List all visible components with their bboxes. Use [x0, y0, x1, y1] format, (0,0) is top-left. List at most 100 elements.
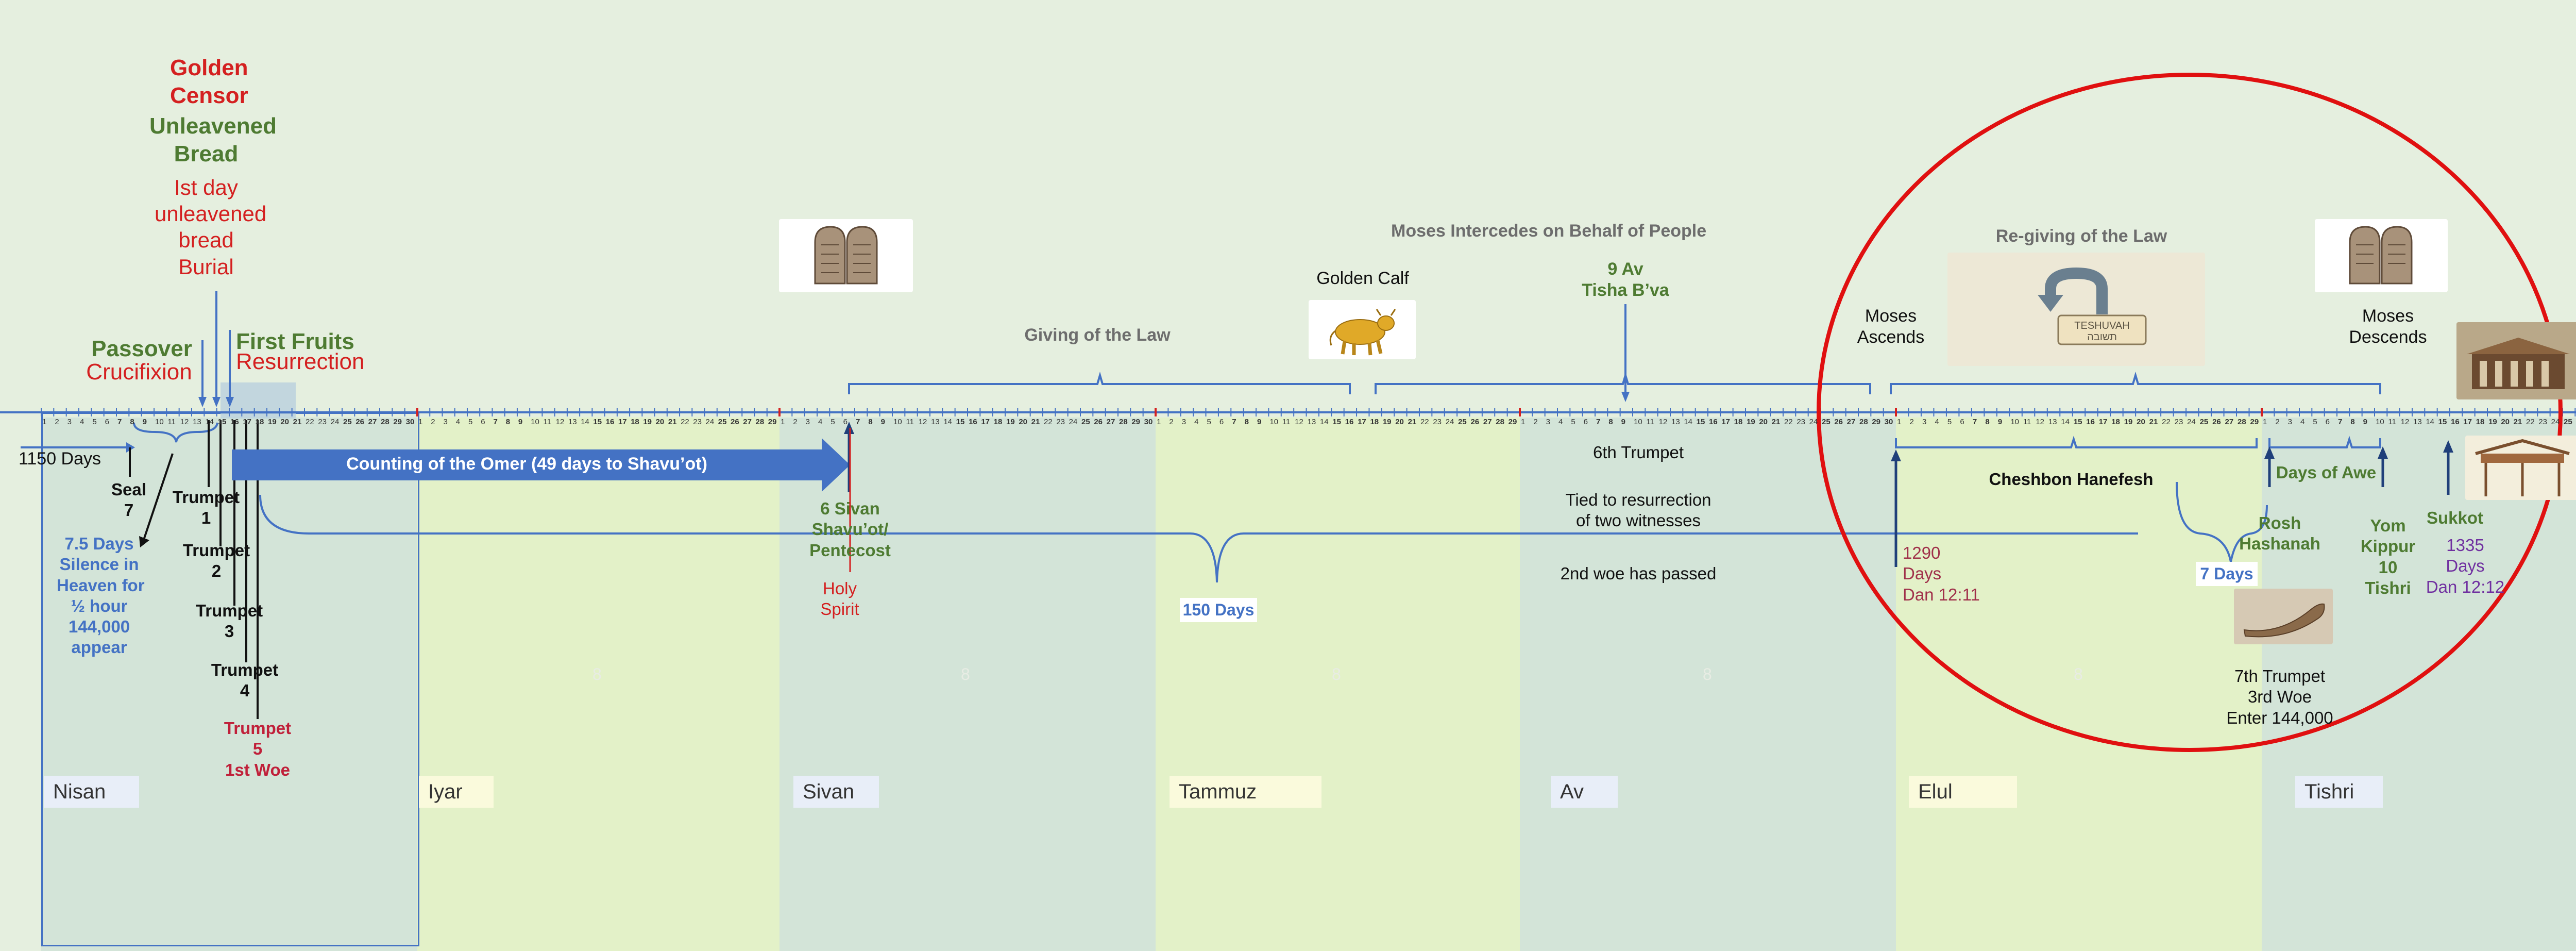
teshuvah-label: TESHUVAH	[2074, 320, 2130, 331]
day-tick-label: 10	[1269, 418, 1279, 426]
day-tick-label: 18	[2476, 418, 2485, 426]
day-tick-label: 17	[981, 418, 990, 426]
day-tick-label: 11	[1646, 418, 1654, 426]
day-tick-label: 3	[2287, 418, 2292, 426]
trumpet-1-text: Trumpet 1	[172, 488, 240, 528]
day-tick-label: 16	[230, 418, 239, 426]
day-tick-label: 10	[531, 418, 539, 426]
day-tick-label: 1	[42, 418, 47, 426]
regiving-law-text: Re-giving of the Law	[1995, 226, 2167, 246]
day-tick-label: 8	[1608, 418, 1613, 426]
day-tick-label: 19	[2488, 418, 2497, 426]
tabernacle-icon	[2467, 338, 2570, 389]
tablets-icon	[814, 226, 878, 285]
day-tick-label: 11	[167, 418, 176, 426]
band-marker: 8	[1332, 665, 1341, 683]
day-tick-label: 27	[743, 418, 752, 426]
day-tick-label: 14	[943, 418, 953, 426]
day-tick-label: 11	[543, 418, 551, 426]
day-tick-label: 7	[2338, 418, 2343, 426]
day-tick-label: 20	[1759, 418, 1768, 426]
day-tick-label: 7	[856, 418, 860, 426]
day-tick-label: 5	[92, 418, 97, 426]
day-tick-label: 23	[1433, 418, 1442, 426]
day-tick-label: 13	[1671, 418, 1680, 426]
band-iyar	[417, 418, 779, 951]
day-tick-label: 16	[2451, 418, 2460, 426]
teshuvah-image: TESHUVAH תשובה	[1947, 253, 2205, 366]
day-tick-label: 9	[2363, 418, 2367, 426]
day-tick-label: 16	[605, 418, 615, 426]
days-7-label: 7 Days	[2196, 562, 2258, 587]
month-label-elul: Elul	[1909, 776, 2017, 808]
day-tick-label: 1	[1157, 418, 1161, 426]
day-tick-label: 15	[593, 418, 602, 426]
day-tick-label: 30	[1144, 418, 1153, 426]
day-tick-label: 6	[1219, 418, 1224, 426]
day-tick-label: 12	[2400, 418, 2410, 426]
day-tick-label: 15	[217, 418, 227, 426]
day-tick-label: 7	[1972, 418, 1977, 426]
golden-censor-text: Golden Censor	[170, 55, 248, 108]
golden-calf-image	[1309, 300, 1416, 359]
day-tick-label: 23	[2538, 418, 2548, 426]
day-tick-label: 4	[818, 418, 823, 426]
sukkot-text: Sukkot	[2426, 508, 2484, 527]
day-tick-label: 11	[906, 418, 914, 426]
day-tick-label: 18	[631, 418, 639, 426]
day-tick-label: 18	[255, 418, 264, 426]
day-tick-label: 26	[731, 418, 739, 426]
trumpet-7-text: 7th Trumpet 3rd Woe Enter 144,000	[2226, 666, 2333, 727]
day-tick-label: 2	[1169, 418, 1174, 426]
band-sivan	[779, 418, 1156, 951]
day-tick-label: 25	[1081, 418, 1090, 426]
day-tick-label: 9	[880, 418, 885, 426]
day-tick-label: 8	[130, 418, 134, 426]
day-tick-label: 7	[1596, 418, 1601, 426]
day-tick-label: 20	[1395, 418, 1404, 426]
day-tick-label: 25	[718, 418, 727, 426]
day-tick-label: 18	[993, 418, 1003, 426]
day-tick-label: 25	[1822, 418, 1831, 426]
day-tick-label: 20	[1019, 418, 1028, 426]
days-1290-text: 1290 Days Dan 12:11	[1903, 543, 1980, 604]
day-tick-label: 1	[1897, 418, 1902, 426]
day-tick-label: 20	[280, 418, 290, 426]
day-tick-label: 25	[1458, 418, 1467, 426]
moses-descends-text: Moses Descends	[2349, 306, 2427, 347]
day-tick-label: 26	[2212, 418, 2221, 426]
day-tick-label: 21	[1031, 418, 1040, 426]
day-tick-label: 12	[1295, 418, 1303, 426]
day-tick-label: 4	[2300, 418, 2305, 426]
counting-omer-text: Counting of the Omer (49 days to Shavu’o…	[346, 454, 707, 474]
day-tick-label: 11	[2388, 418, 2396, 426]
day-tick-label: 12	[2036, 418, 2044, 426]
day-tick-label: 8	[2350, 418, 2355, 426]
day-tick-label: 9	[518, 418, 523, 426]
day-tick-label: 2	[2275, 418, 2280, 426]
day-tick-label: 5	[468, 418, 473, 426]
day-tick-label: 1	[418, 418, 423, 426]
day-tick-label: 14	[2061, 418, 2070, 426]
tisha-bav-text: 9 Av Tisha B’va	[1582, 259, 1669, 301]
day-tick-label: 2	[1909, 418, 1914, 426]
day-tick-label: 2	[431, 418, 435, 426]
day-tick-label: 28	[755, 418, 765, 426]
day-tick-label: 23	[318, 418, 327, 426]
day-tick-label: 19	[1747, 418, 1755, 426]
first-fruits-text: First Fruits	[236, 329, 354, 354]
month-label-iyar: Iyar	[419, 776, 494, 808]
day-tick-label: 7	[117, 418, 122, 426]
day-tick-label: 7	[493, 418, 498, 426]
day-tick-label: 8	[505, 418, 511, 426]
tablets-icon	[2349, 226, 2413, 285]
month-label-tammuz: Tammuz	[1170, 776, 1321, 808]
day-tick-label: 12	[1658, 418, 1668, 426]
day-tick-label: 6	[105, 418, 109, 426]
day-tick-label: 4	[1194, 418, 1199, 426]
day-tick-label: 9	[1997, 418, 2003, 426]
day-tick-label: 5	[1571, 418, 1575, 426]
moses-intercedes-text: Moses Intercedes on Behalf of People	[1391, 221, 1707, 241]
day-tick-label: 27	[2225, 418, 2234, 426]
day-tick-label: 29	[768, 418, 777, 426]
